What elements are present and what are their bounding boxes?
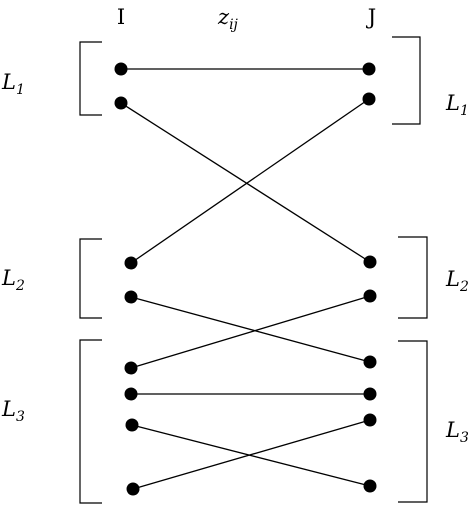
left-node-2 — [114, 96, 128, 110]
edge-l8-r7 — [132, 419, 371, 490]
left-node-5 — [124, 361, 138, 375]
left-node-1 — [114, 62, 128, 76]
right-node-4 — [363, 289, 377, 303]
group-label-left-1: L1 — [1, 70, 25, 98]
right-node-1 — [362, 62, 376, 76]
group-label-left-2: L2 — [1, 266, 25, 294]
left-bracket-group-3 — [79, 339, 102, 504]
edge-l2-r3 — [120, 102, 371, 263]
edge-l3-r2 — [130, 98, 370, 264]
right-bracket-group-3 — [398, 340, 428, 503]
right-bracket-group-2 — [398, 236, 428, 319]
left-bracket-group-2 — [79, 238, 102, 319]
right-node-6 — [363, 387, 377, 401]
left-node-4 — [124, 290, 138, 304]
group-label-left-3: L3 — [1, 397, 25, 425]
left-node-7 — [125, 418, 139, 432]
edge-l4-r5 — [130, 296, 371, 363]
right-node-8 — [363, 479, 377, 493]
right-column-header: J — [366, 5, 376, 29]
edge-variable-label: zij — [217, 5, 239, 33]
right-node-5 — [363, 355, 377, 369]
edge-l7-r8 — [131, 424, 371, 487]
edge-l5-r4 — [130, 295, 371, 369]
edge-variable-subscript: ij — [229, 17, 238, 33]
right-bracket-group-1 — [392, 36, 421, 125]
left-column-header: I — [117, 5, 125, 29]
left-node-3 — [124, 256, 138, 270]
left-node-6 — [124, 387, 138, 401]
edge-variable-main: z — [217, 5, 230, 29]
right-node-3 — [363, 255, 377, 269]
right-node-2 — [362, 92, 376, 106]
left-bracket-group-1 — [79, 41, 102, 116]
group-label-right-2: L2 — [445, 267, 469, 295]
group-label-right-1: L1 — [445, 91, 469, 119]
group-label-right-3: L3 — [445, 418, 469, 446]
right-node-7 — [363, 413, 377, 427]
left-node-8 — [126, 482, 140, 496]
